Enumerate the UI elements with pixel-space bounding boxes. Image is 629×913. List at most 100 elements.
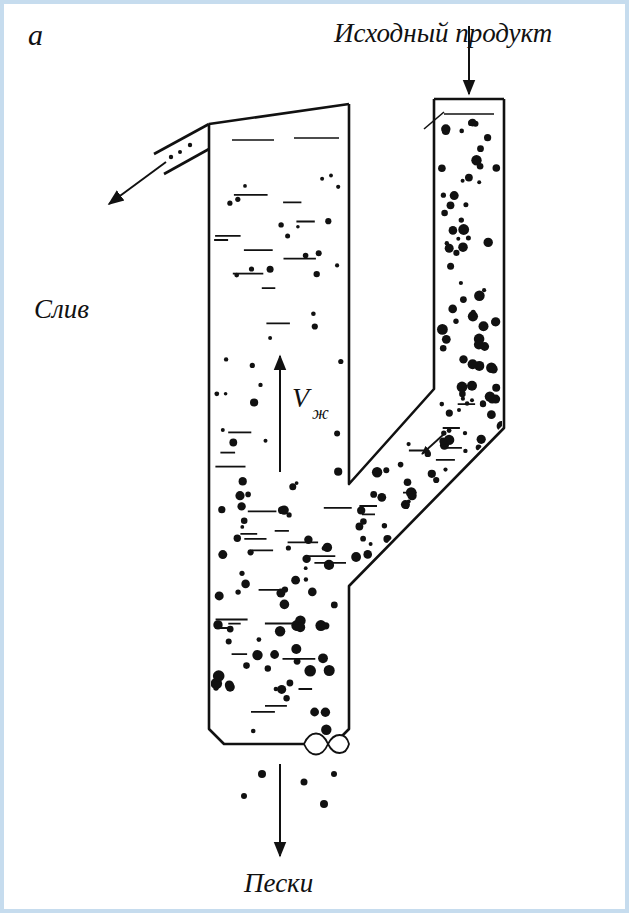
particle xyxy=(398,462,404,468)
particle xyxy=(461,397,465,401)
liquid-mark xyxy=(359,505,377,507)
particle xyxy=(235,197,240,202)
liquid-mark xyxy=(217,627,232,629)
particle xyxy=(335,263,339,267)
particle xyxy=(458,242,468,252)
particle xyxy=(224,357,228,361)
liquid-mark xyxy=(288,541,319,543)
particle xyxy=(459,281,463,285)
particle xyxy=(252,650,262,660)
sands-arrow xyxy=(279,764,281,856)
particle xyxy=(477,435,486,444)
particle xyxy=(458,224,469,235)
particle xyxy=(450,191,459,200)
particle xyxy=(258,383,262,387)
particle xyxy=(463,449,467,453)
particle xyxy=(291,576,300,585)
particle xyxy=(243,662,250,669)
particle xyxy=(275,626,285,636)
particle xyxy=(321,725,331,735)
particle xyxy=(237,502,245,510)
particle xyxy=(296,225,300,229)
particle xyxy=(336,185,340,189)
liquid-mark xyxy=(252,549,273,551)
particle xyxy=(441,210,448,217)
particle xyxy=(351,552,361,562)
particle xyxy=(488,395,496,403)
particle xyxy=(459,217,464,222)
particle xyxy=(312,323,318,329)
particle xyxy=(224,392,228,396)
particle xyxy=(226,638,232,644)
particle xyxy=(360,518,367,525)
particle xyxy=(433,477,439,483)
particle xyxy=(270,650,279,659)
velocity-subscript: ж xyxy=(310,404,331,422)
flow-arrow xyxy=(422,434,444,454)
particle xyxy=(249,266,254,271)
liquid-mark xyxy=(244,249,273,251)
particle xyxy=(320,177,324,181)
particle xyxy=(471,310,476,315)
particle xyxy=(407,442,411,446)
particle xyxy=(227,626,234,633)
particle xyxy=(265,665,271,671)
liquid-mark xyxy=(283,658,316,660)
particle xyxy=(334,468,342,476)
particle xyxy=(477,145,484,152)
particle xyxy=(304,665,316,677)
particle xyxy=(448,305,457,314)
particle xyxy=(225,681,234,690)
liquid-mark xyxy=(314,562,346,564)
particle xyxy=(357,506,365,514)
liquid-mark xyxy=(362,513,375,515)
particle xyxy=(308,588,317,597)
particle xyxy=(323,543,332,552)
liquid-mark xyxy=(284,258,316,260)
particle xyxy=(325,218,331,224)
particle xyxy=(257,637,262,642)
liquid-mark xyxy=(214,239,228,241)
particle xyxy=(324,560,334,570)
particle xyxy=(278,506,286,514)
particle xyxy=(440,345,447,352)
particle xyxy=(457,408,461,412)
particle xyxy=(493,164,501,172)
particle xyxy=(241,518,248,525)
overflow-label: Слив xyxy=(34,296,89,323)
particle xyxy=(213,670,225,682)
particle xyxy=(303,253,309,259)
particle xyxy=(474,340,484,350)
particle xyxy=(466,236,471,241)
particle xyxy=(459,355,467,363)
particle xyxy=(243,184,247,188)
panel-letter: а xyxy=(28,20,43,50)
particle xyxy=(383,535,391,543)
particle xyxy=(214,391,219,396)
particle xyxy=(492,384,500,392)
particle xyxy=(463,202,468,207)
particle xyxy=(460,296,467,303)
particle xyxy=(456,237,460,241)
particle xyxy=(457,382,468,393)
particle xyxy=(486,363,497,374)
overflow-arrow xyxy=(109,162,166,204)
liquid-mark xyxy=(283,201,301,203)
particles xyxy=(211,119,507,735)
liquid-mark xyxy=(251,711,275,713)
liquid-mark xyxy=(324,507,352,509)
liquid-mark xyxy=(436,459,455,461)
discharge-valve xyxy=(304,734,349,755)
particle xyxy=(235,589,240,594)
particle xyxy=(240,525,244,529)
liquid-mark xyxy=(234,194,268,196)
particle xyxy=(447,263,454,270)
spout-particles xyxy=(169,143,192,159)
particle xyxy=(334,431,340,437)
particle xyxy=(447,201,455,209)
particle xyxy=(428,470,436,478)
particle xyxy=(443,468,447,472)
particle xyxy=(440,402,445,407)
particle xyxy=(227,201,232,206)
particle xyxy=(437,324,448,335)
